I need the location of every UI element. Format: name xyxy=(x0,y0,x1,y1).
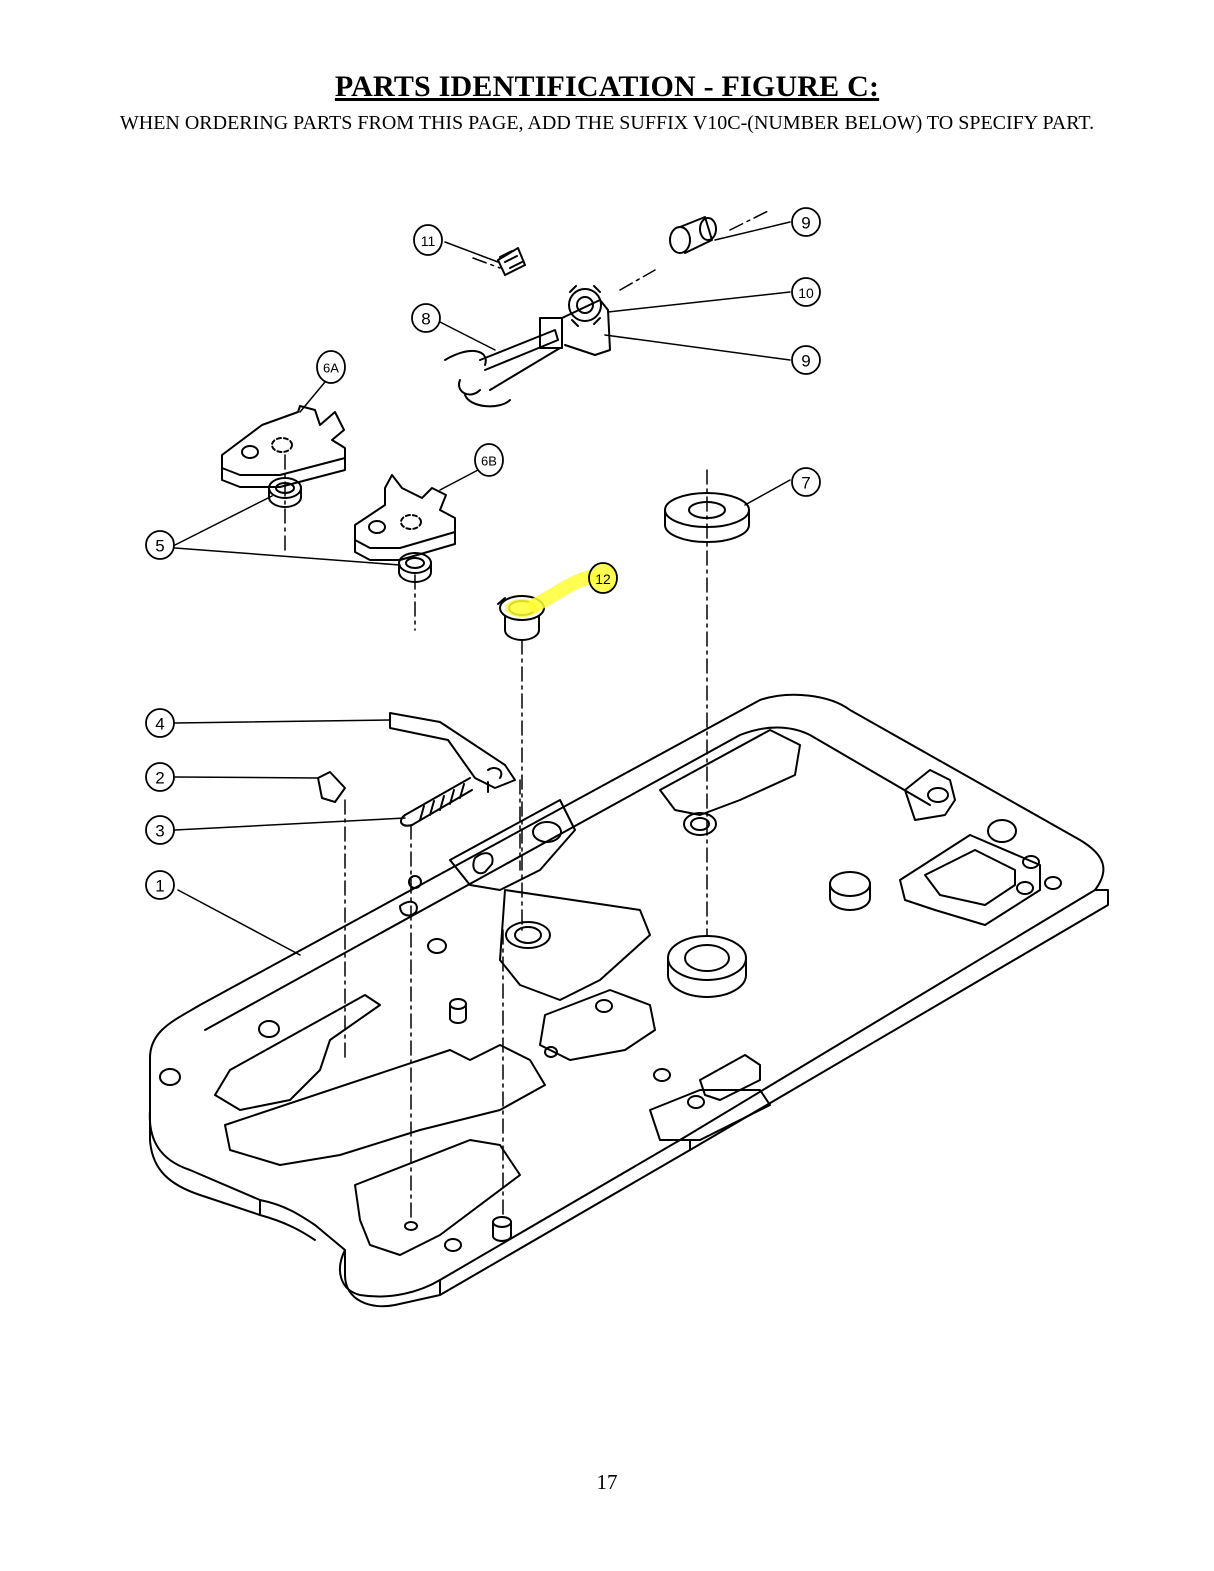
ordering-instructions: WHEN ORDERING PARTS FROM THIS PAGE, ADD … xyxy=(119,112,1095,134)
callout-4: 4 xyxy=(155,715,164,734)
part-3-spring xyxy=(399,777,473,827)
part-2-clip xyxy=(317,771,346,803)
callout-8: 8 xyxy=(421,310,430,329)
part-8-shaft-assembly xyxy=(444,247,611,408)
callout-1: 1 xyxy=(155,877,164,896)
part-9-sleeve xyxy=(669,216,717,254)
callout-9-top: 9 xyxy=(801,214,810,233)
callout-9-middle: 9 xyxy=(801,352,810,371)
callout-10: 10 xyxy=(798,285,814,301)
callout-3: 3 xyxy=(155,822,164,841)
callout-6b: 6B xyxy=(481,454,497,469)
page-title: PARTS IDENTIFICATION - FIGURE C: xyxy=(334,70,880,103)
part-4-lever xyxy=(389,712,516,793)
part-5-washers xyxy=(268,477,432,583)
base-plate xyxy=(148,693,1109,1308)
callout-11: 11 xyxy=(421,233,436,249)
page-number: 17 xyxy=(596,1470,618,1494)
callout-5: 5 xyxy=(155,537,164,556)
part-6a-plate xyxy=(221,405,346,488)
part-12-highlight xyxy=(528,570,597,612)
callout-7: 7 xyxy=(801,474,810,493)
callout-2: 2 xyxy=(155,769,164,788)
part-6b-plate xyxy=(354,474,456,561)
callout-12: 12 xyxy=(595,571,611,587)
callout-6a: 6A xyxy=(323,361,339,376)
